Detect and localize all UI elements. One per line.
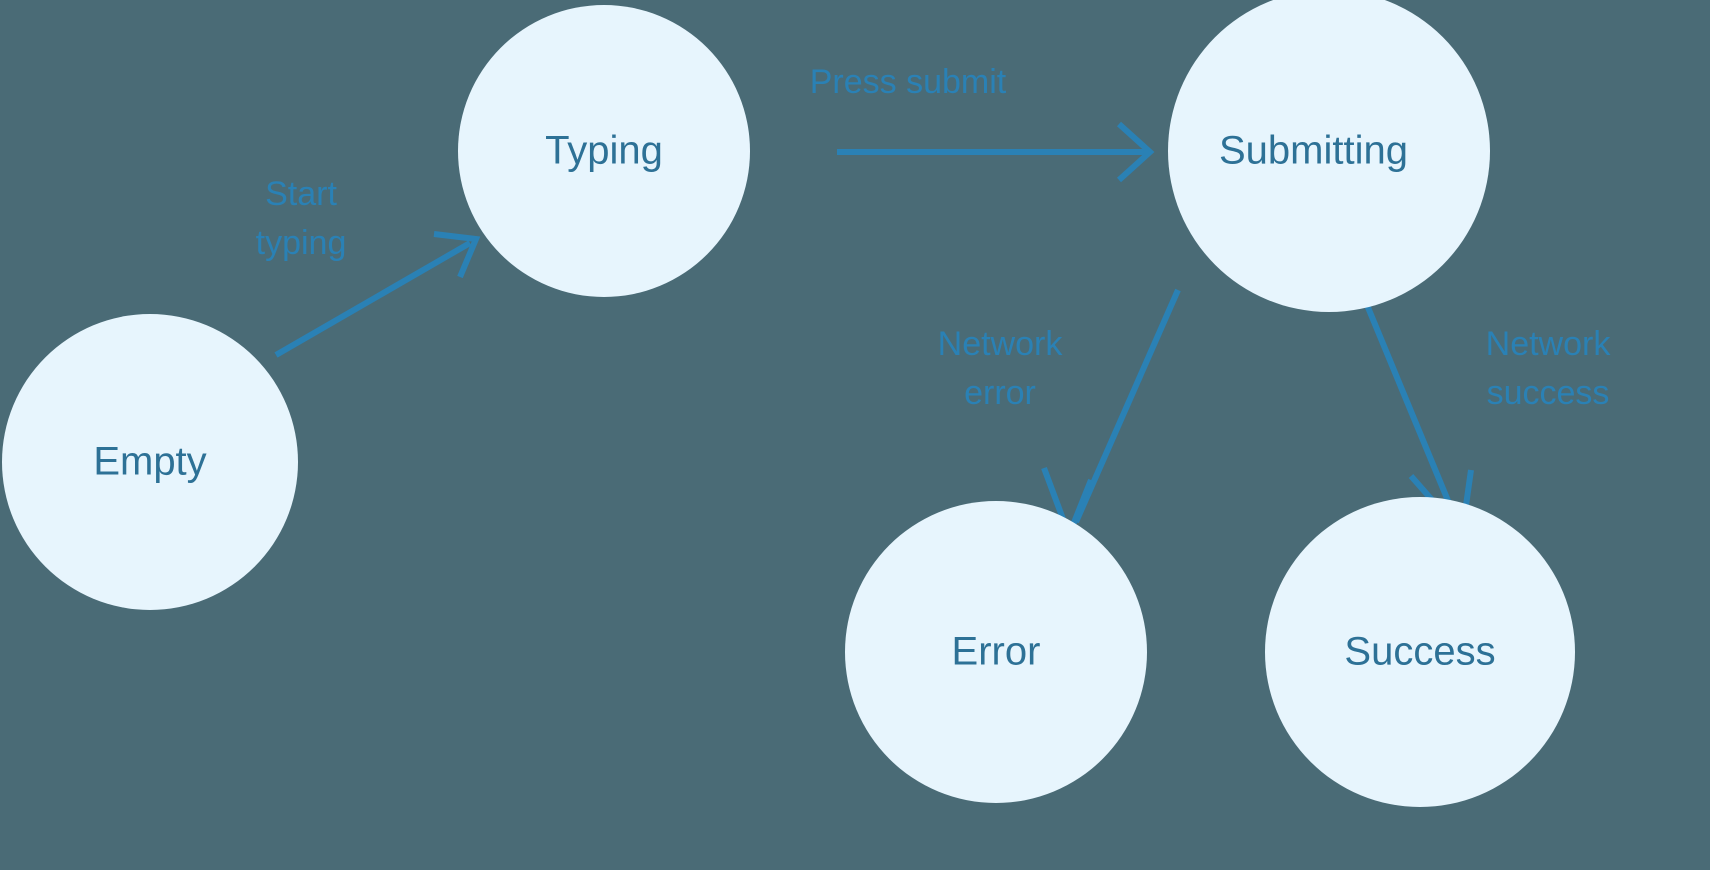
node-success-circle[interactable] [1265, 497, 1575, 807]
node-typing[interactable]: Typing [458, 5, 750, 297]
edge-label-typing-to-submitting-line-1: Press submit [810, 63, 1007, 101]
node-success[interactable]: Success [1265, 497, 1575, 807]
edge-label-submitting-to-error-line-1: Network [938, 325, 1064, 363]
node-error[interactable]: Error [845, 501, 1147, 803]
edge-label-submitting-to-error: Network error [938, 325, 1064, 412]
edge-label-submitting-to-success-line-2: success [1487, 374, 1610, 412]
edge-submitting-to-error [1041, 288, 1181, 544]
node-empty-label: Empty [93, 440, 206, 484]
edge-empty-to-typing-line [274, 240, 472, 358]
edge-submitting-to-success-line [1364, 303, 1459, 522]
node-submitting[interactable]: Submitting [1168, 0, 1490, 312]
node-error-label: Error [952, 630, 1041, 674]
node-empty[interactable]: Empty [2, 314, 298, 610]
edge-submitting-to-error-line [1073, 288, 1181, 524]
node-typing-circle[interactable] [458, 5, 750, 297]
node-empty-circle[interactable] [2, 314, 298, 610]
edge-typing-to-submitting [837, 121, 1155, 183]
edge-typing-to-submitting-arrowhead [1116, 121, 1155, 183]
edge-empty-to-typing [274, 231, 481, 358]
node-error-circle[interactable] [845, 501, 1147, 803]
node-success-label: Success [1344, 630, 1495, 674]
node-submitting-circle[interactable] [1168, 0, 1490, 312]
edge-empty-to-typing-arrowhead [433, 231, 481, 279]
node-submitting-label: Submitting [1219, 129, 1408, 173]
edge-label-submitting-to-error-line-2: error [964, 374, 1036, 412]
edge-label-submitting-to-success-line-1: Network [1486, 325, 1612, 363]
node-typing-label: Typing [545, 129, 663, 173]
edge-label-empty-to-typing-line-2: typing [256, 224, 347, 262]
edge-label-submitting-to-success: Network success [1486, 325, 1612, 412]
edge-label-empty-to-typing: Start typing [256, 175, 347, 262]
edge-label-empty-to-typing-line-1: Start [265, 175, 337, 213]
edge-label-typing-to-submitting: Press submit [810, 63, 1007, 101]
